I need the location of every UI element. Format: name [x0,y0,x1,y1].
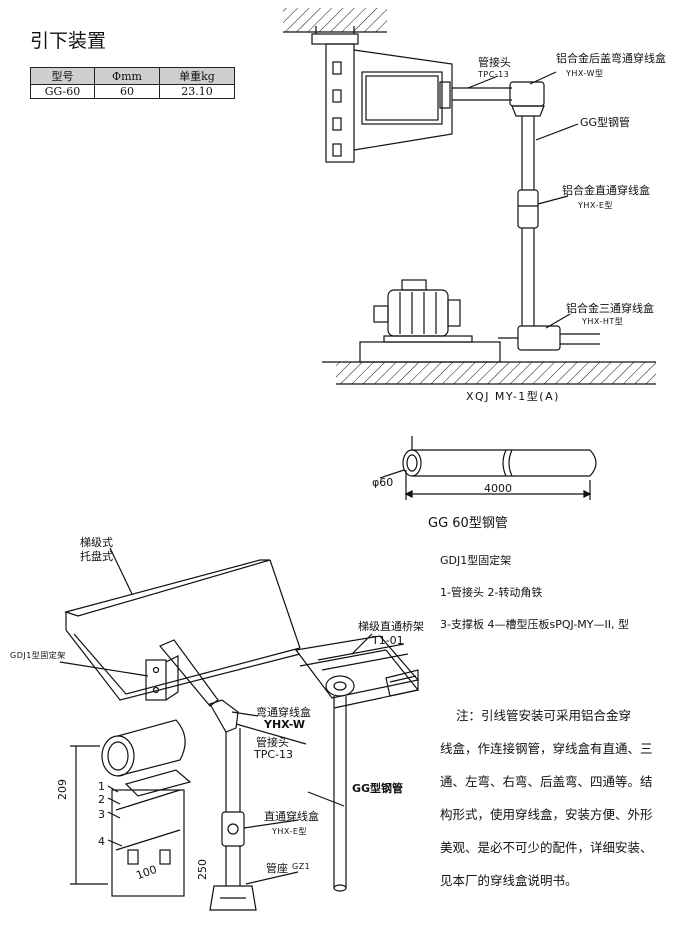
label-straight-box-code-a: YHX-E型 [578,201,613,210]
part-number-2: 2 [98,793,105,806]
label-back-cover-box-code: YHX-W型 [566,69,604,78]
spec-header-diameter: Φmm [94,67,160,85]
note-line-1: 注：引线管安装可采用铝合金穿 [456,708,632,723]
vertical-pipe-a [517,116,539,326]
spec-cell-diameter: 60 [94,84,160,99]
part-number-4: 4 [98,835,105,848]
label-pipe-joint-b: 管接头 [256,736,289,749]
gdj1-fixture-b [59,639,219,707]
label-pipe-length: 4000 [484,482,512,495]
label-straight-box-a: 铝合金直通穿线盒 [562,184,650,197]
ladder-tray [63,547,301,701]
spec-cell-model: GG-60 [30,84,95,99]
caption-diagram-a: XQJ MY-1型(A) [466,390,560,403]
label-pipe-diameter: φ60 [372,476,394,489]
horizontal-pipe-a [452,87,512,101]
label-tee-box-code-a: YHX-HT型 [582,317,624,326]
label-gdj1-fixture: GDJ1型固定架 [10,651,66,660]
label-pipe-seat: 管座 [266,862,288,875]
tee-box-a [498,325,600,351]
label-back-cover-box: 铝合金后盖弯通穿线盒 [556,52,666,65]
part-number-3: 3 [98,808,105,821]
elbow-box-a [509,81,545,117]
note-line-5: 美观、是必不可少的配件，详细安装、 [440,840,653,855]
wall-bracket [311,26,453,163]
spec-header-weight: 单重kg [159,67,235,85]
page-title: 引下装置 [30,30,107,52]
motor [373,279,473,343]
dimension-250: 250 [196,859,209,880]
label-ladder-bridge-code: T1-01 [372,634,404,647]
note-line-6: 见本厂的穿线盒说明书。 [440,873,578,888]
ceiling-hatch [283,8,387,33]
steel-pipe-drawing [379,436,597,500]
caption-pipe: GG 60型钢管 [428,516,508,531]
legend-line-2: 3-支撑板 4—槽型压板sPQJ-MY—II, 型 [440,618,629,631]
label-elbow-box: 弯通穿线盒 [256,706,311,719]
leaders-a [467,71,579,329]
pipe-clamp-detail [70,719,192,897]
legend-line-1: 1-管接头 2-转动角铁 [440,586,543,599]
note-line-2: 线盒，作连接钢管，穿线盒有直通、三 [440,741,653,756]
label-tee-box-a: 铝合金三通穿线盒 [566,302,654,315]
label-ladder-tray-2: 托盘式 [80,550,113,563]
legend-title: GDJ1型固定架 [440,554,512,567]
label-elbow-box-code: YHX-W [264,718,305,731]
part-number-1: 1 [98,780,105,793]
label-straight-box-b: 直通穿线盒 [264,810,319,823]
label-straight-box-code-b: YHX-E型 [272,827,307,836]
note-line-3: 通、左弯、右弯、后盖弯、四通等。结 [440,774,653,789]
dimension-209: 209 [56,779,69,800]
note-line-4: 构形式，使用穿线盒，安装方便、外形 [440,807,653,822]
label-pipe-joint-code-b: TPC-13 [254,748,293,761]
spec-table: 型号 Φmm 单重kg GG-60 60 23.10 [30,67,235,99]
label-pipe-seat-code: GZ1 [292,862,311,871]
label-ladder-bridge: 梯级直通桥架 [358,620,424,633]
label-pipe-joint-code-a: TPC-13 [478,70,510,79]
spec-cell-weight: 23.10 [159,84,235,99]
floor-base-a [322,341,656,385]
label-ladder-tray-1: 梯级式 [80,536,113,549]
label-gg-pipe-b: GG型钢管 [352,782,404,795]
spec-header-model: 型号 [30,67,95,85]
leaders-b [231,633,373,885]
label-gg-pipe-a: GG型钢管 [580,116,631,129]
drop-pipe-b [209,699,257,911]
label-pipe-joint-a: 管接头 [478,56,511,69]
ladder-bridge-b [294,635,420,892]
